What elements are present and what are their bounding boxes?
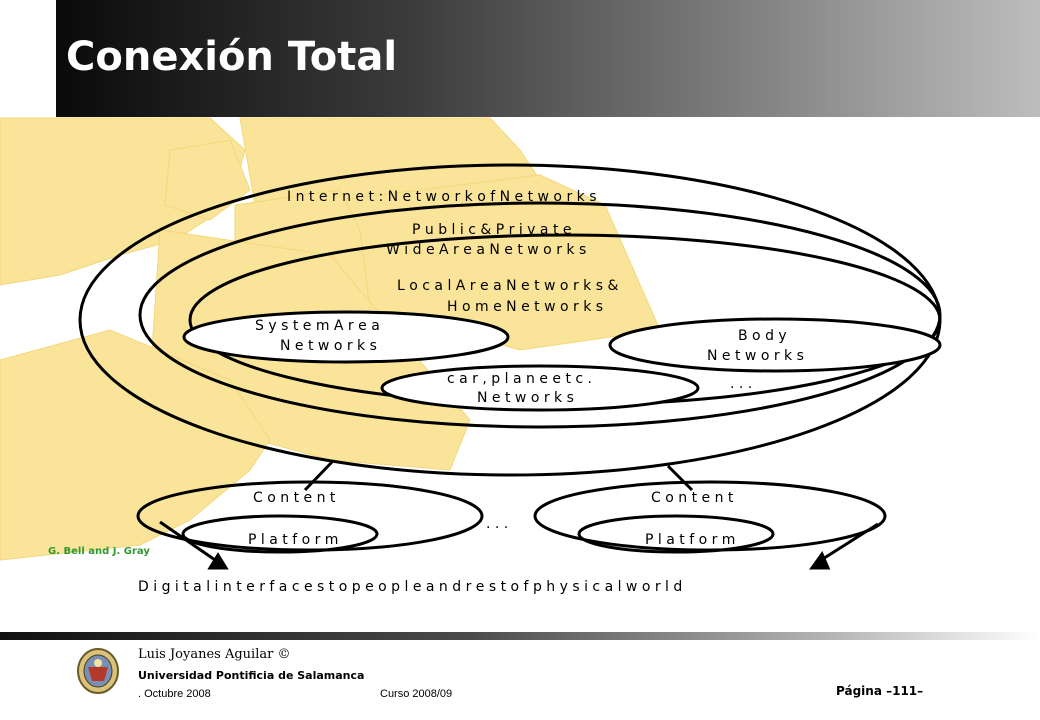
slide-title: Conexión Total [66, 34, 398, 80]
page-number: Página –111– [836, 684, 924, 698]
connector-right [666, 464, 694, 492]
internet-label: I n t e r n e t : N e t w o r k o f N e … [287, 189, 597, 205]
platform-right-ellipse [577, 514, 775, 554]
platform-left-label: P l a t f o r m [248, 532, 338, 548]
author-credit: G. Bell and J. Gray [48, 546, 150, 557]
san-label-line1: S y s t e m A r e a [255, 318, 380, 334]
ellipsis-middle: . . . [486, 516, 508, 532]
platform-left-ellipse [181, 514, 379, 554]
content-right-label: C o n t e n t [651, 490, 734, 506]
wan-label-line1: P u b l i c & P r i v a t e [412, 222, 572, 238]
body-label-line1: B o d y [738, 328, 787, 344]
ellipsis-right: . . . [730, 376, 752, 392]
footer-author: Luis Joyanes Aguilar © [138, 647, 291, 662]
wan-label-line2: W i d e A r e a N e t w o r k s [386, 242, 586, 258]
footer-course: Curso 2008/09 [380, 688, 453, 700]
network-diagram: I n t e r n e t : N e t w o r k o f N e … [0, 117, 942, 595]
car-label-line2: N e t w o r k s [477, 390, 574, 406]
car-label-line1: c a r , p l a n e e t c . [447, 371, 592, 387]
blob-lower-left [0, 329, 271, 561]
san-label-line2: N e t w o r k s [280, 338, 377, 354]
platform-right-label: P l a t f o r m [645, 532, 735, 548]
title-bar [56, 0, 1040, 117]
lan-label-line1: L o c a l A r e a N e t w o r k s & [397, 278, 618, 294]
university-seal-icon [77, 648, 119, 694]
connector-left [303, 460, 334, 492]
arrow-right-line [817, 522, 879, 564]
arrow-left-line [159, 520, 219, 564]
lan-label-line2: H o m e N e t w o r k s [447, 299, 603, 315]
content-left-label: C o n t e n t [253, 490, 336, 506]
blob-small-left [164, 139, 251, 221]
arrow-right-head [809, 550, 831, 570]
footer-date: . Octubre 2008 [138, 688, 211, 700]
bottom-label: D i g i t a l i n t e r f a c e s t o p … [138, 579, 682, 595]
footer-divider [0, 632, 1040, 640]
san-ellipse [182, 310, 510, 364]
arrow-left-head [207, 552, 229, 570]
footer-university: Universidad Pontificia de Salamanca [138, 669, 365, 682]
car-ellipse [380, 364, 700, 412]
body-ellipse [608, 317, 942, 373]
body-label-line2: N e t w o r k s [707, 348, 804, 364]
